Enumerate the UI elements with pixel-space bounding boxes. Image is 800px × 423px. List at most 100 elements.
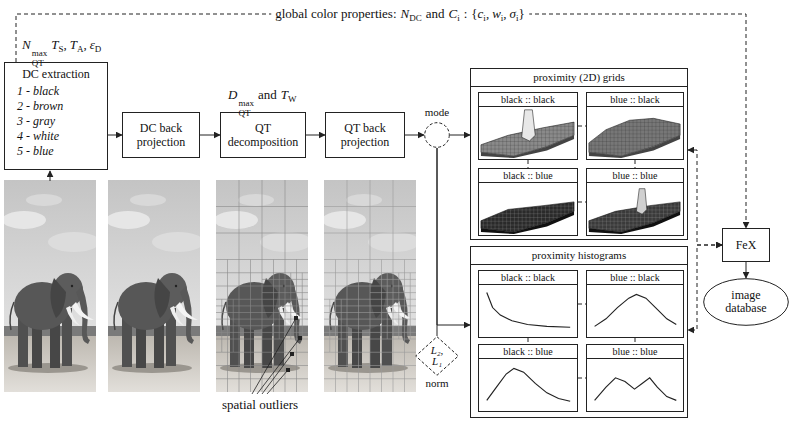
illustration-polyline [595, 294, 677, 326]
illustration-rect [286, 368, 290, 372]
grid-panel: proximity (2D) gridsblack :: blackblue :… [470, 68, 688, 240]
leader-lines [252, 318, 300, 394]
math-symbol: T [281, 87, 288, 102]
connector [108, 135, 122, 136]
node-label: DC extraction [22, 67, 90, 82]
qt-grid [216, 180, 308, 392]
circle-outline [424, 122, 450, 148]
diamond-outline [416, 337, 459, 376]
connector [578, 202, 586, 203]
edge-label: global color properties: [275, 6, 396, 21]
node-label: blue :: black [587, 93, 683, 107]
illustration-path [324, 180, 416, 392]
formula-label: DmaxQT and TW [228, 86, 296, 118]
subscript: i [501, 13, 504, 23]
histogram-cell: blue :: blue [586, 344, 684, 412]
histogram-cell: black :: black [478, 270, 578, 338]
grid-cell: blue :: black [586, 92, 684, 160]
connector [528, 160, 529, 168]
node-label: proximity histograms [471, 247, 687, 265]
formula-label: NmaxQTTS,TA,εD [22, 36, 101, 68]
node-label: black :: black [479, 93, 577, 107]
script-stack: maxQT [238, 98, 254, 118]
math-symbol: : [464, 6, 468, 21]
outlier-marks [286, 316, 302, 372]
process-box: QT decomposition [220, 112, 306, 158]
superscript: max [238, 98, 254, 108]
superscript: max [32, 48, 48, 58]
subscript: D [95, 44, 102, 54]
connector [306, 135, 325, 136]
mode-circle: mode [424, 122, 450, 148]
node-label: QT back projection [330, 121, 400, 149]
math-symbol: spatial outliers [222, 397, 298, 412]
connector [437, 148, 470, 325]
subscript: i [457, 13, 460, 23]
illustration-use [589, 189, 680, 234]
illustration-polyline [487, 368, 570, 401]
math-symbol: c [478, 6, 484, 21]
subscript: i [516, 13, 519, 23]
database-ellipse: image database [703, 278, 789, 326]
grid-cell: black :: black [478, 92, 578, 160]
subscript: i [483, 13, 486, 23]
circle-outline [425, 123, 450, 148]
connector [578, 126, 586, 127]
subscript: W [288, 94, 297, 104]
script-stack: maxQT [32, 48, 48, 68]
math-symbol: and [258, 87, 277, 102]
node-label: blue :: blue [587, 345, 683, 359]
illustration-line [257, 338, 300, 394]
math-symbol: σ [510, 6, 516, 21]
qt-grid [324, 180, 416, 392]
process-box: DC extraction1 - black2 - brown3 - gray4… [4, 62, 108, 170]
illustration-rect [290, 352, 294, 356]
node-sublabel: 1 - black [9, 84, 59, 99]
illustration-use [589, 118, 680, 158]
math-symbol: T [70, 37, 77, 52]
process-box: QT back projection [325, 112, 405, 158]
illustration-use [106, 180, 204, 392]
node-label: QT decomposition [225, 121, 301, 149]
math-symbol: ε [90, 37, 95, 52]
subscript: A [77, 44, 84, 54]
formula-label: spatial outliers [222, 396, 298, 414]
illustration-rect [294, 316, 298, 320]
math-symbol: D [228, 87, 237, 102]
connector [405, 135, 424, 136]
connector [450, 135, 470, 136]
node-sublabel: 5 - blue [9, 144, 54, 159]
connector [578, 304, 586, 305]
math-symbol: , [486, 6, 489, 21]
histogram-cell: black :: blue [478, 344, 578, 412]
node-sublabel: 4 - white [9, 129, 59, 144]
illustration-polyline [487, 293, 570, 328]
grid-cell: black :: blue [478, 168, 578, 236]
node-label: mode [425, 106, 449, 119]
connector [578, 378, 586, 379]
illustration-line [50, 171, 51, 181]
node-label: FeX [736, 238, 757, 252]
illustration-polyline [595, 378, 677, 401]
grid-cell: blue :: blue [586, 168, 684, 236]
illustration-use [2, 180, 100, 392]
ellipse-outline [704, 279, 789, 326]
subscript: QT [32, 58, 48, 68]
connector [746, 262, 747, 278]
process-box: DC back projection [122, 112, 200, 158]
illustration-rect [298, 336, 302, 340]
node-label: blue :: black [587, 271, 683, 285]
norm-diamond: L₂, L₁norm [415, 336, 459, 376]
node-label: proximity (2D) grids [471, 69, 687, 87]
illustration-use [214, 180, 312, 392]
math-symbol: } [519, 6, 525, 21]
node-sublabel: norm [425, 377, 448, 390]
math-symbol: , [63, 37, 66, 52]
math-symbol: N [22, 37, 31, 52]
subscript: S [58, 44, 63, 54]
math-symbol: w [492, 6, 501, 21]
math-symbol: C [449, 6, 458, 21]
